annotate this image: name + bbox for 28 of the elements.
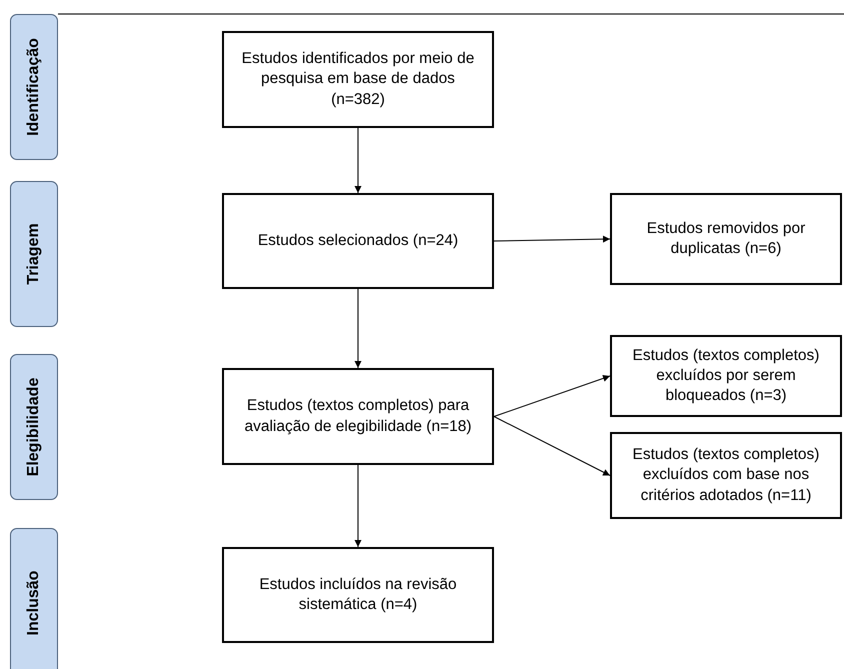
process-box	[222, 31, 494, 128]
process-box	[610, 193, 842, 285]
process-box	[222, 547, 494, 643]
process-box	[610, 432, 842, 519]
arrow	[354, 288, 362, 368]
box-text: Estudos identificados por meio de pesquisa em base de dados (n=382)	[240, 49, 476, 110]
arrow	[494, 416, 610, 476]
stage-band	[10, 528, 58, 669]
stage-label: Triagem	[25, 223, 43, 285]
process-box	[610, 335, 842, 417]
process-box	[222, 193, 494, 289]
stage-band	[10, 14, 58, 160]
arrow	[354, 128, 362, 194]
process-box	[222, 368, 494, 465]
arrow	[494, 375, 610, 417]
stage-label: Inclusão	[25, 570, 43, 636]
box-text: Estudos (textos completos) para avaliação de elegibilidade (n=18)	[243, 396, 473, 436]
arrow	[354, 464, 362, 548]
box-text: Estudos selecionados (n=24)	[258, 230, 458, 251]
stage-label: Elegibilidade	[25, 378, 43, 476]
box-text: Estudos (textos completos) excluídos com base nos critérios adotados (n=11)	[632, 445, 820, 506]
stage-band	[10, 181, 58, 327]
box-text: Estudos (textos completos) excluídos por serem bloqueados (n=3)	[632, 346, 820, 406]
box-text: Estudos removidos por duplicatas (n=6)	[646, 218, 806, 259]
box-text: Estudos incluídos na revisão sistemática (n=4)	[258, 574, 458, 615]
stage-label: Identificação	[25, 38, 43, 136]
arrow	[494, 236, 610, 243]
stage-band	[10, 354, 58, 500]
